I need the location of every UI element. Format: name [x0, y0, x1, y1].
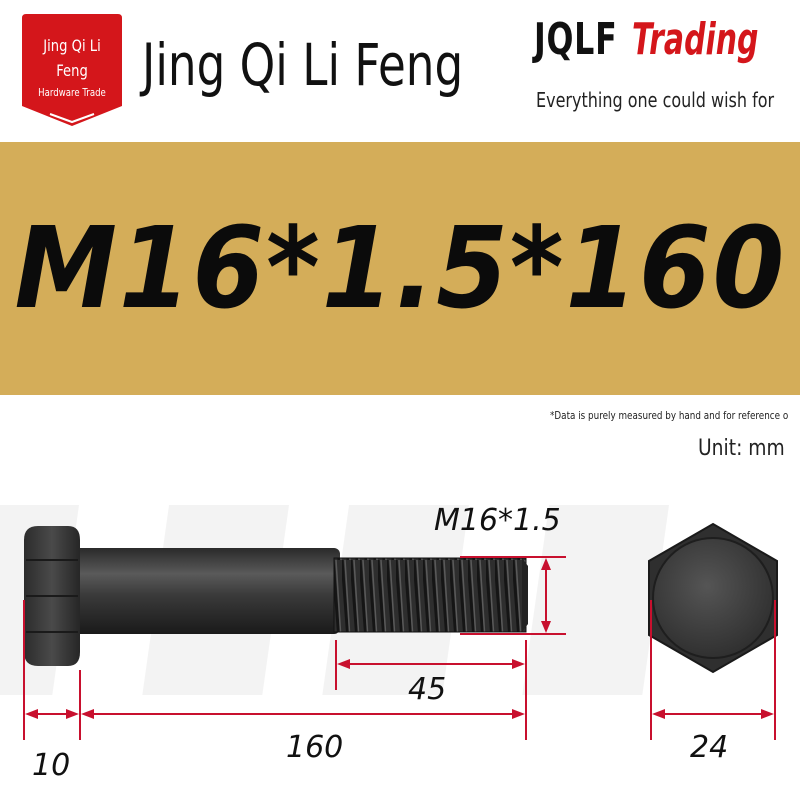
brand-badge: Jing Qi Li Feng Hardware Trade — [22, 14, 122, 126]
bolt-thread — [334, 558, 526, 632]
measurement-note: *Data is purely measured by hand and for… — [550, 409, 789, 422]
badge-line-3: Hardware Trade — [38, 86, 106, 99]
spec-title-text: M16*1.5*160 — [14, 203, 786, 334]
spec-title: M16*1.5*160 — [0, 142, 800, 395]
thread-spec-label: M16*1.5 — [434, 503, 561, 538]
header: Jing Qi Li Feng Hardware Trade Jing Qi L… — [0, 0, 800, 140]
bolt-end-view — [648, 522, 778, 674]
total-length-label: 160 — [286, 730, 344, 765]
unit-label: Unit: mm — [698, 436, 785, 461]
dimension-lines — [23, 556, 776, 740]
badge-line-1: Jing Qi Li — [43, 36, 101, 55]
logo-trading: Trading — [632, 14, 759, 65]
tagline: Everything one could wish for — [536, 88, 775, 112]
thread-length-label: 45 — [408, 672, 447, 707]
brand-name: Jing Qi Li Feng — [142, 31, 464, 99]
across-flats-label: 24 — [690, 730, 729, 765]
logo-jqlf: JQLF — [534, 14, 618, 65]
head-height-label: 10 — [32, 748, 71, 783]
spec-banner: M16*1.5*160 — [0, 142, 800, 395]
badge-ribbon-icon — [22, 14, 122, 126]
badge-line-2: Feng — [56, 61, 88, 80]
bolt-side-view — [24, 526, 528, 666]
bolt-shank — [70, 548, 340, 634]
